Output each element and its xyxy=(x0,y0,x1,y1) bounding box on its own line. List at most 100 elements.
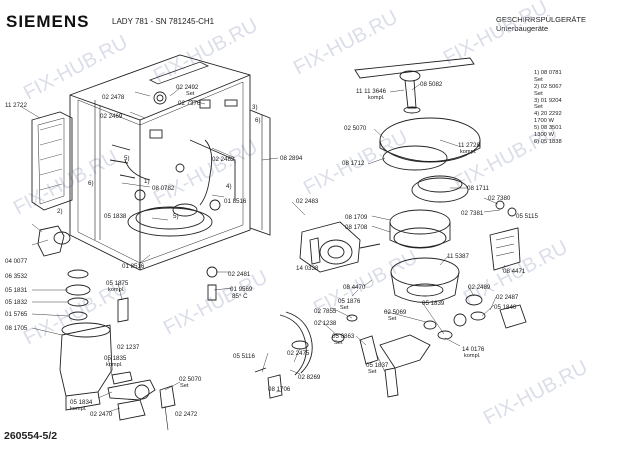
part-label: 05 1839 xyxy=(422,300,445,307)
part-label: 04 0077 xyxy=(5,258,28,265)
legend-line: 5) 08 3501 xyxy=(534,125,562,132)
part-label: 02 2469 xyxy=(100,113,123,120)
part-label: 08 4471 xyxy=(503,268,526,275)
part-label: 2) xyxy=(57,208,63,215)
part-label: 11 2728 xyxy=(458,142,480,149)
part-label: 01 8516 xyxy=(224,198,247,205)
part-label: 6) xyxy=(88,180,94,187)
part-label: 02 2472 xyxy=(175,411,198,418)
part-label: 02 1238 xyxy=(314,320,337,327)
part-label: 05 1876 xyxy=(338,298,361,305)
part-label: 08 1712 xyxy=(342,160,365,167)
part-label: 5) xyxy=(124,155,130,162)
part-label: 05 1875 xyxy=(106,280,129,287)
part-label: 02 5070 xyxy=(179,376,202,383)
part-label: 08 4470 xyxy=(343,284,366,291)
parts-legend: 1) 08 0781 Set 2) 02 5067 Set 3) 01 9204… xyxy=(534,70,562,146)
upper-spray-arm-drawing xyxy=(354,57,475,114)
category-subtitle: Unterbaugeräte xyxy=(496,24,549,33)
part-label: 3) xyxy=(252,104,258,111)
part-label: 11 5387 xyxy=(447,253,469,260)
dishwasher-tub-drawing xyxy=(31,54,271,301)
part-label: 01 9569 xyxy=(230,286,253,293)
part-label: 02 2470 xyxy=(90,411,113,418)
filter-assembly-drawing xyxy=(379,117,481,303)
part-label: kompl. xyxy=(368,95,385,101)
part-label: Set xyxy=(340,305,349,311)
part-label: 05 1831 xyxy=(5,287,28,294)
part-label: 05 0863 xyxy=(332,333,355,340)
part-label: 11 11 3646 xyxy=(356,88,387,95)
part-label: 02 8269 xyxy=(298,374,321,381)
part-label: 02 5070 xyxy=(344,125,367,132)
pump-motor-drawing xyxy=(299,221,381,273)
legend-line: 6) 05 1838 xyxy=(534,138,562,145)
legend-line: Set xyxy=(534,76,543,83)
part-label: 85° C xyxy=(232,293,248,300)
part-label: 05 1840 xyxy=(494,304,517,311)
part-label: Set xyxy=(180,383,189,389)
part-label: 02 2489 xyxy=(468,284,491,291)
part-label: 05 5115 xyxy=(516,213,538,220)
part-label: 02 1237 xyxy=(117,344,140,351)
part-label: 02 2481 xyxy=(228,271,251,278)
part-label: 05 5116 xyxy=(233,353,255,360)
brand-logo: SIEMENS xyxy=(6,12,90,31)
part-label: 02 2487 xyxy=(496,294,519,301)
part-label: 05 1838 xyxy=(104,213,127,220)
part-label: 02 2482 xyxy=(212,156,235,163)
part-label: 01 5765 xyxy=(5,311,28,318)
part-label: kompl. xyxy=(106,362,123,368)
part-label: 06 3532 xyxy=(5,273,28,280)
part-label: 02 7380 xyxy=(488,195,511,202)
part-label: 08 1711 xyxy=(467,185,489,192)
part-label: 01 8516 xyxy=(122,263,145,270)
legend-line: Set xyxy=(534,90,543,97)
category-title: GESCHIRRSPÜLGERÄTE xyxy=(496,15,587,24)
part-label: 02 2483 xyxy=(296,198,319,205)
model-number: LADY 781 - SN 781245-CH1 xyxy=(112,17,215,26)
hoses-drawing xyxy=(254,311,453,399)
part-label: 08 0782 xyxy=(152,185,175,192)
part-label: Set xyxy=(388,316,397,322)
part-label: kompl. xyxy=(464,353,481,359)
part-label: kompl. xyxy=(108,287,125,293)
part-label: 02 5069 xyxy=(384,309,407,316)
legend-line: 1700 W xyxy=(534,118,554,125)
legend-line: 2) 02 5067 xyxy=(534,83,562,90)
part-label: Set xyxy=(334,340,343,346)
part-label: 02 2478 xyxy=(102,94,125,101)
part-label: 05 1835 xyxy=(104,355,127,362)
document-number: 260554-5/2 xyxy=(4,430,58,442)
legend-line: 4) 20 2292 xyxy=(534,111,562,118)
part-label: kompl. xyxy=(70,406,87,412)
legend-line: 1) 08 0781 xyxy=(534,70,562,76)
left-parts-column-drawing xyxy=(37,225,176,431)
part-label: 08 5082 xyxy=(420,81,443,88)
part-label: kompl. xyxy=(460,149,477,155)
legend-line: Set xyxy=(534,104,543,111)
part-label: 08 1709 xyxy=(345,214,368,221)
part-label: 02 2492 xyxy=(176,84,199,91)
part-label: 02 7381 xyxy=(461,210,484,217)
part-label: Set xyxy=(368,369,377,375)
part-label: 08 1708 xyxy=(345,224,368,231)
part-label: 4) xyxy=(226,183,232,190)
part-label: 05 1834 xyxy=(70,399,93,406)
part-label: 02 2475 xyxy=(287,350,310,357)
part-label: 1) xyxy=(144,178,150,185)
part-label: 6) xyxy=(255,117,261,124)
legend-line: 1300 W xyxy=(534,132,554,139)
part-label: 11 2722 xyxy=(5,102,27,109)
right-parts-drawing xyxy=(453,200,527,329)
part-label: Set xyxy=(186,91,195,97)
part-label: 14 0176 xyxy=(462,346,485,353)
part-label: 08 2894 xyxy=(280,155,303,162)
part-label: 02 7855 xyxy=(314,308,337,315)
part-label: 02 7376 xyxy=(178,100,201,107)
part-label: 08 1706 xyxy=(268,386,291,393)
part-label: 5) xyxy=(173,213,179,220)
part-label: 14 0338 xyxy=(296,265,319,272)
part-label: 05 1832 xyxy=(5,299,28,306)
